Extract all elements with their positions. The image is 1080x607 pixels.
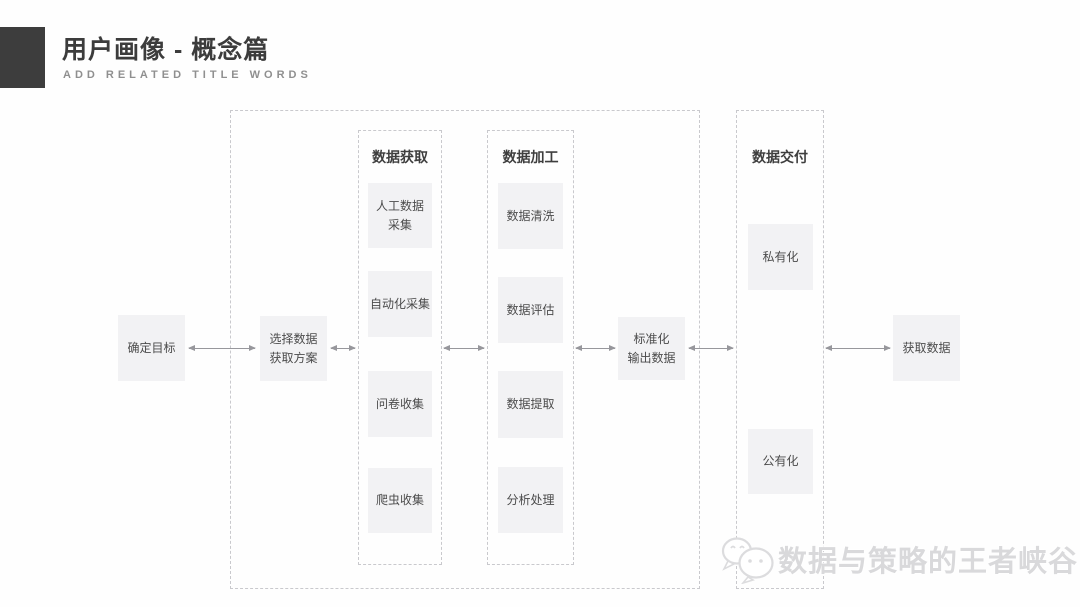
node-define-goal: 确定目标 — [118, 315, 185, 381]
item-label: 问卷收集 — [375, 396, 424, 411]
item-label: 爬虫收集 — [375, 493, 424, 508]
column-title: 数据交付 — [752, 149, 808, 165]
column-title: 数据获取 — [372, 149, 428, 165]
item-label: 数据提取 — [506, 397, 555, 412]
column-title: 数据加工 — [502, 149, 559, 165]
column-data-acquisition: 数据获取 人工数据 采集 自动化采集 问卷收集 爬虫收集 — [358, 130, 442, 565]
title-accent-square — [0, 27, 45, 88]
item-label: 自动化采集 — [369, 296, 430, 311]
node-label-line: 选择数据 — [269, 331, 318, 346]
node-select-plan: 选择数据 获取方案 — [260, 316, 327, 381]
item-analysis-processing: 分析处理 — [498, 467, 563, 533]
node-label-line: 获取方案 — [269, 350, 318, 365]
item-label-line: 采集 — [387, 217, 412, 232]
item-publicization: 公有化 — [748, 429, 813, 494]
wechat-icon — [721, 537, 774, 584]
item-manual-data-collection: 人工数据 采集 — [368, 183, 432, 248]
process-boundary-frame — [230, 110, 700, 589]
item-label: 私有化 — [762, 249, 799, 264]
arrow-delivery-to-getdata — [825, 345, 891, 351]
node-label: 确定目标 — [127, 340, 176, 355]
item-privatization: 私有化 — [748, 224, 813, 290]
node-label-line: 输出数据 — [627, 350, 676, 365]
arrow-acquisition-to-processing — [443, 345, 485, 351]
arrow-plan-to-acquisition — [330, 345, 356, 351]
item-label: 数据评估 — [506, 302, 555, 317]
node-get-data: 获取数据 — [893, 315, 960, 381]
item-questionnaire-collection: 问卷收集 — [368, 371, 432, 437]
node-label-line: 标准化 — [633, 331, 670, 346]
item-crawler-collection: 爬虫收集 — [368, 468, 432, 533]
arrow-output-to-delivery — [688, 345, 734, 351]
item-label: 公有化 — [762, 454, 799, 469]
page-title: 用户画像 - 概念篇 — [62, 36, 270, 64]
item-label: 数据清洗 — [506, 208, 555, 223]
item-data-evaluation: 数据评估 — [498, 277, 563, 343]
item-label-line: 人工数据 — [375, 198, 424, 213]
arrow-processing-to-output — [575, 345, 616, 351]
item-data-cleaning: 数据清洗 — [498, 183, 563, 249]
watermark: 数据与策略的王者峡谷 — [720, 534, 1078, 584]
item-data-extraction: 数据提取 — [498, 371, 563, 438]
node-label: 获取数据 — [902, 340, 951, 355]
item-automated-collection: 自动化采集 — [368, 271, 432, 337]
item-label: 分析处理 — [506, 492, 555, 507]
column-data-delivery: 数据交付 私有化 公有化 — [736, 110, 824, 589]
watermark-text: 数据与策略的王者峡谷 — [778, 546, 1079, 578]
arrow-goal-to-plan — [188, 345, 256, 351]
page-subtitle: ADD RELATED TITLE WORDS — [63, 69, 312, 81]
column-data-processing: 数据加工 数据清洗 数据评估 数据提取 分析处理 — [487, 130, 574, 565]
node-standardized-output: 标准化 输出数据 — [618, 317, 685, 380]
